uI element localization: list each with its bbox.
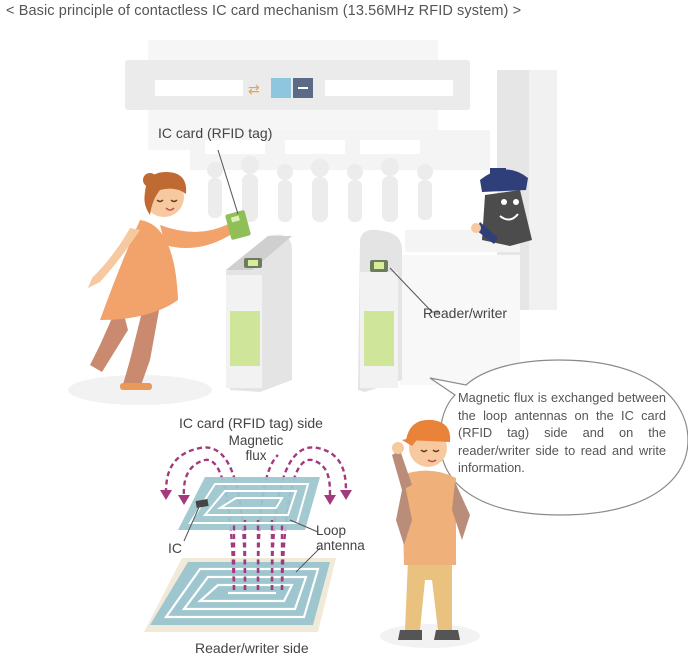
magnetic-flux-arrowheads	[160, 490, 352, 505]
magnetic-flux-label: Magnetic flux	[221, 433, 291, 463]
diagram-title: < Basic principle of contactless IC card…	[6, 3, 522, 19]
svg-text:⇄: ⇄	[248, 82, 260, 98]
ticket-gate-left	[226, 234, 292, 392]
reader-writer-label: Reader/writer	[423, 305, 508, 321]
woman-illustration	[68, 172, 251, 405]
magnetic-word: Magnetic	[228, 433, 284, 448]
station-attendant-illustration	[471, 168, 532, 246]
antenna-word: antenna	[316, 538, 365, 553]
loop-antenna-label: Loop antenna	[316, 523, 380, 553]
speech-bubble-text: Magnetic flux is exchanged between the l…	[458, 390, 666, 475]
reader-writer-side-label: Reader/writer side	[195, 640, 309, 656]
ic-card-plate	[178, 477, 320, 530]
ic-card-label: IC card (RFID tag)	[158, 125, 273, 141]
reader-writer-plate	[144, 558, 336, 632]
man-illustration	[380, 419, 480, 648]
flux-word: flux	[245, 448, 267, 463]
ic-card-side-label: IC card (RFID tag) side	[179, 415, 323, 431]
ic-label: IC	[168, 540, 182, 556]
ticket-gate-right	[358, 229, 402, 392]
ic-card-in-hand	[225, 210, 251, 240]
speech-bubble	[429, 359, 688, 516]
loop-word: Loop	[316, 523, 347, 538]
